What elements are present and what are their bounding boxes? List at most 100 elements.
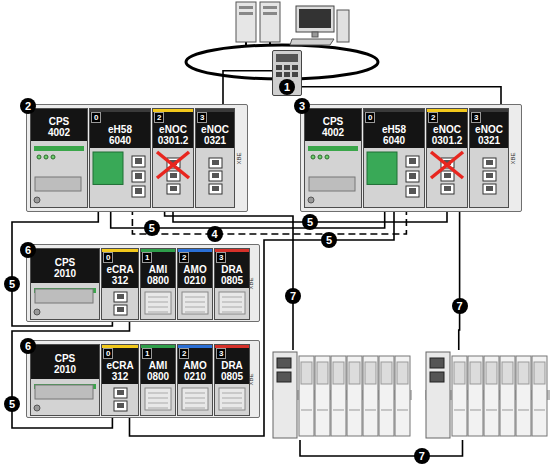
callout-number: 2 xyxy=(20,98,36,114)
terminal-line xyxy=(222,312,242,313)
module-header: 2eNOC 0301.2 xyxy=(427,109,467,148)
slot-number: 2 xyxy=(179,252,189,263)
switch-port xyxy=(284,72,290,77)
module-header: 0eH58 6040 xyxy=(90,109,150,148)
server-tower xyxy=(260,2,280,42)
rj45-port xyxy=(406,186,419,197)
terminal-line xyxy=(185,302,205,303)
slot-number: 3 xyxy=(216,252,226,263)
screw xyxy=(308,197,314,203)
slot-number: 3 xyxy=(471,112,481,123)
status-led xyxy=(325,155,329,159)
module-label: AMO 0210 xyxy=(180,264,210,286)
rack-module: 0eH58 6040 xyxy=(89,108,151,208)
screw xyxy=(34,197,40,203)
switch-port xyxy=(292,65,298,70)
rj45-port xyxy=(114,292,127,302)
terminal-line xyxy=(222,302,242,303)
module-label: AMI 0800 xyxy=(143,360,173,382)
rack-module: CPS 4002 xyxy=(304,108,362,208)
io-slice-face xyxy=(333,362,344,384)
server-bay xyxy=(239,6,253,9)
distributed-io-island xyxy=(425,350,550,440)
slot-number: 0 xyxy=(91,112,101,123)
io-slice-face xyxy=(365,362,376,384)
slot-number: 0 xyxy=(365,112,375,123)
io-slice xyxy=(516,356,531,436)
io-slice xyxy=(395,356,410,436)
status-bar xyxy=(34,146,84,151)
module-label: AMI 0800 xyxy=(143,264,173,286)
rack-module: 3DRA 0805 xyxy=(214,344,250,416)
io-slice xyxy=(468,356,483,436)
rj45-port xyxy=(132,186,145,197)
module-header: 0eH58 6040 xyxy=(364,109,424,148)
slot-number: 2 xyxy=(179,348,189,359)
rj45-socket xyxy=(170,186,177,191)
display-panel xyxy=(367,152,397,184)
display-panel xyxy=(93,152,123,184)
terminal-line xyxy=(148,403,168,404)
module-label: eNOC 0321 xyxy=(472,124,506,146)
rj45-socket xyxy=(486,186,493,191)
slot-number: 3 xyxy=(216,348,226,359)
module-header: 3DRA 0805 xyxy=(215,345,249,384)
rack-module: 2AMO 0210 xyxy=(177,248,213,320)
module-header: CPS 2010 xyxy=(31,345,99,379)
power-terminal xyxy=(309,177,355,191)
terminal-line xyxy=(185,408,205,409)
slot-number: 0 xyxy=(103,252,113,263)
io-slice xyxy=(331,356,346,436)
io-island-drawing xyxy=(272,350,412,440)
callout-number: 5 xyxy=(4,276,20,292)
terminal-line xyxy=(148,398,168,399)
terminal-line xyxy=(222,393,242,394)
distributed-io-island xyxy=(272,350,412,440)
ethernet-cable xyxy=(458,208,460,350)
rj45-port xyxy=(209,171,222,181)
rj45-socket xyxy=(444,186,451,191)
module-label: DRA 0805 xyxy=(217,360,247,382)
terminal-line xyxy=(185,312,205,313)
rack-module: 1AMI 0800 xyxy=(140,344,176,416)
rj45-socket xyxy=(486,160,493,165)
terminal-block xyxy=(182,388,208,410)
fault-cross xyxy=(431,152,463,178)
module-header: 3eNOC 0321 xyxy=(470,109,508,148)
rack-tag: XBE xyxy=(236,152,243,164)
terminal-line xyxy=(222,403,242,404)
rack-module: CPS 2010 xyxy=(30,248,100,320)
io-slice-face xyxy=(470,362,481,384)
rj45-socket xyxy=(117,294,124,299)
rj45-port xyxy=(441,171,454,181)
rj45-port xyxy=(114,305,127,315)
callout-number: 7 xyxy=(452,298,468,314)
terminal-line xyxy=(148,393,168,394)
switch-port xyxy=(276,65,282,70)
io-slice-line xyxy=(317,410,328,411)
ethernet-cable xyxy=(300,440,463,456)
switch-port xyxy=(276,72,282,77)
io-slice xyxy=(484,356,499,436)
server-tower xyxy=(236,2,256,42)
ethernet-cable xyxy=(165,208,293,350)
status-led xyxy=(318,155,322,159)
module-header: 1AMI 0800 xyxy=(141,345,175,384)
module-label: AMO 0210 xyxy=(180,360,210,382)
status-led xyxy=(51,155,55,159)
power-terminal xyxy=(35,289,93,303)
rack-module: 0eCRA 312 xyxy=(101,248,139,320)
io-slice-line xyxy=(365,410,376,411)
terminal-line xyxy=(148,302,168,303)
rj45-socket xyxy=(135,158,142,164)
rj45-socket xyxy=(212,173,219,178)
rj45-port xyxy=(209,158,222,168)
io-slice-face xyxy=(518,362,529,384)
terminal-line xyxy=(185,403,205,404)
module-label: eNOC 0301.2 xyxy=(429,124,465,146)
callout-number: 5 xyxy=(144,220,160,236)
power-terminal xyxy=(35,177,81,191)
rj45-port xyxy=(277,372,291,382)
rj45-socket xyxy=(409,188,416,194)
io-slice xyxy=(379,356,394,436)
